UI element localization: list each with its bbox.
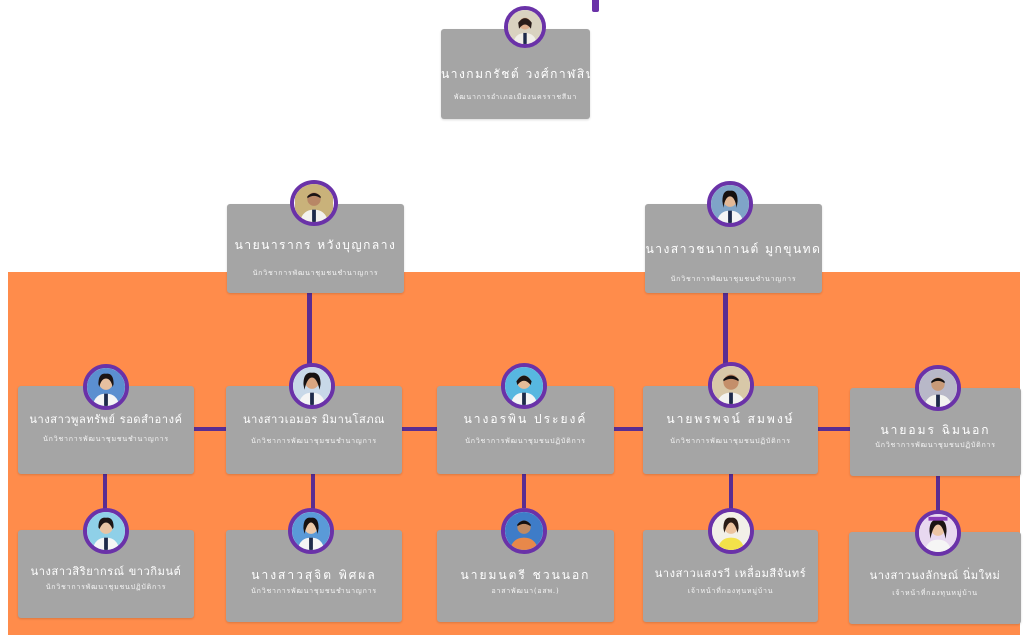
person-role: นักวิชาการพัฒนาชุมชนปฏิบัติการ — [45, 583, 167, 591]
avatar-row2-2 — [288, 508, 334, 554]
connector-right-head-down — [723, 293, 728, 364]
person-role: เจ้าหน้าที่กองทุนหมู่บ้าน — [892, 589, 978, 597]
person-name: นางสาวพูลทรัพย์ รอดสำอางค์ — [29, 413, 183, 426]
person-photo-icon — [505, 512, 543, 550]
person-photo-icon — [712, 366, 750, 404]
person-role: นักวิชาการพัฒนาชุมชนชำนาญการ — [252, 269, 379, 277]
person-role: นักวิชาการพัฒนาชุมชนชำนาญการ — [251, 587, 377, 595]
person-photo-icon — [712, 512, 750, 550]
person-role: พัฒนาการอำเภอเมืองนครราชสีมา — [453, 93, 578, 101]
person-name: นางสาวสุจิต พิศผล — [251, 568, 377, 582]
avatar-row1-5 — [915, 365, 961, 411]
person-photo-icon — [293, 367, 331, 405]
person-name: นางสาวแสงรวี เหลื่อมสีจันทร์ — [654, 567, 807, 580]
connector-col1-down — [103, 474, 107, 510]
top-connector-stub — [592, 0, 599, 12]
avatar-director — [504, 6, 546, 48]
person-role: นักวิชาการพัฒนาชุมชนปฏิบัติการ — [465, 437, 586, 445]
connector-col5-down — [936, 476, 940, 512]
person-role: เจ้าหน้าที่กองทุนหมู่บ้าน — [687, 587, 774, 595]
person-photo-icon — [87, 368, 125, 406]
person-name: นางสาวเอมอร มิมานโสภณ — [242, 413, 386, 426]
person-name: นางกมกรัชต์ วงศ์กาฬสินธุ์ — [441, 67, 590, 81]
person-photo-icon — [711, 185, 749, 223]
person-role: นักวิชาการพัฒนาชุมชนชำนาญการ — [43, 435, 169, 443]
person-name: นายอมร ฉิมนอก — [880, 423, 991, 437]
person-name: นายพรพจน์ สมพงษ์ — [666, 412, 795, 426]
person-name: นางสาวนงลักษณ์ นิ่มใหม่ — [869, 569, 1001, 582]
person-role: นักวิชาการพัฒนาชุมชนชำนาญการ — [251, 437, 377, 445]
person-photo-icon — [295, 184, 333, 222]
avatar-row1-2 — [289, 363, 335, 409]
connector-col2-down — [311, 474, 315, 510]
avatar-right-head — [707, 181, 753, 227]
avatar-left-head — [290, 180, 338, 226]
person-photo-icon — [919, 369, 957, 407]
person-name: นางอรพิน ประยงค์ — [463, 412, 588, 426]
card-row2-4[interactable]: นางสาวแสงรวี เหลื่อมสีจันทร์ เจ้าหน้าที่… — [643, 530, 818, 622]
person-name: นางสาวสิริยากรณ์ ขาวกิมนต์ — [30, 565, 182, 578]
person-photo-icon — [292, 512, 330, 550]
avatar-row1-1 — [83, 364, 129, 410]
person-role: นักวิชาการพัฒนาชุมชนปฏิบัติการ — [670, 437, 791, 445]
connector-col4-down — [729, 474, 733, 510]
avatar-row1-3 — [501, 363, 547, 409]
card-row1-3[interactable]: นางอรพิน ประยงค์ นักวิชาการพัฒนาชุมชนปฏิ… — [437, 386, 614, 474]
avatar-row2-4 — [708, 508, 754, 554]
avatar-row2-1 — [83, 508, 129, 554]
avatar-row2-3 — [501, 508, 547, 554]
connector-col3-down — [522, 474, 526, 508]
card-director[interactable]: นางกมกรัชต์ วงศ์กาฬสินธุ์ พัฒนาการอำเภอเ… — [441, 29, 590, 119]
person-role: อาสาพัฒนา(อสพ.) — [491, 587, 560, 595]
person-name: นายนารากร หวังบุญกลาง — [234, 238, 397, 252]
person-name: นายมนตรี ชวนนอก — [460, 568, 591, 582]
person-photo-icon — [919, 514, 957, 552]
avatar-row2-5 — [915, 510, 961, 556]
person-photo-icon — [508, 10, 542, 44]
person-role: นักวิชาการพัฒนาชุมชนปฏิบัติการ — [875, 441, 996, 449]
person-photo-icon — [87, 512, 125, 550]
person-photo-icon — [505, 367, 543, 405]
person-role: นักวิชาการพัฒนาชุมชนชำนาญการ — [670, 275, 797, 283]
connector-left-head-down — [307, 293, 312, 386]
avatar-row1-4 — [708, 362, 754, 408]
card-row2-5[interactable]: นางสาวนงลักษณ์ นิ่มใหม่ เจ้าหน้าที่กองทุ… — [849, 532, 1021, 624]
person-name: นางสาวชนากานต์ มูกขุนทด — [645, 242, 822, 256]
